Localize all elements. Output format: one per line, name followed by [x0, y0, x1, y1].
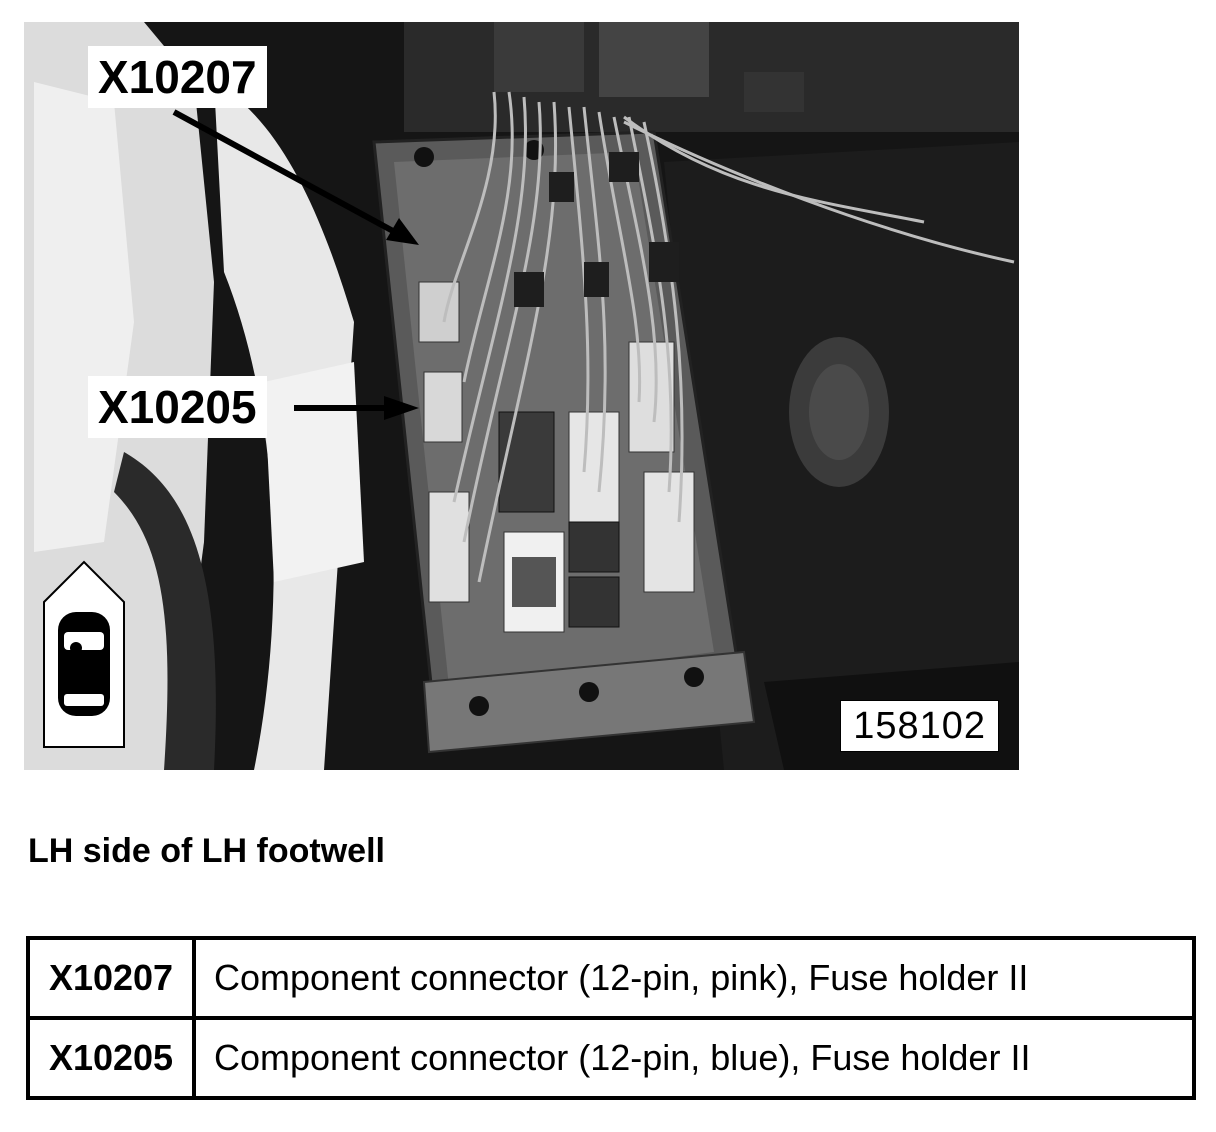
car-top-view-icon — [43, 560, 125, 748]
image-number: 158102 — [840, 700, 999, 752]
footwell-photo: X10207 X10205 158102 — [24, 22, 1019, 770]
connector-legend-table: X10207 Component connector (12-pin, pink… — [26, 936, 1196, 1100]
figure-caption: LH side of LH footwell — [28, 832, 385, 870]
table-row: X10205 Component connector (12-pin, blue… — [26, 1016, 1196, 1100]
callout-x10205: X10205 — [88, 376, 267, 438]
connector-description: Component connector (12-pin, blue), Fuse… — [192, 1016, 1196, 1100]
callout-x10207: X10207 — [88, 46, 267, 108]
table-row: X10207 Component connector (12-pin, pink… — [26, 936, 1196, 1020]
connector-code: X10207 — [26, 936, 196, 1020]
connector-description: Component connector (12-pin, pink), Fuse… — [192, 936, 1196, 1020]
connector-code: X10205 — [26, 1016, 196, 1100]
